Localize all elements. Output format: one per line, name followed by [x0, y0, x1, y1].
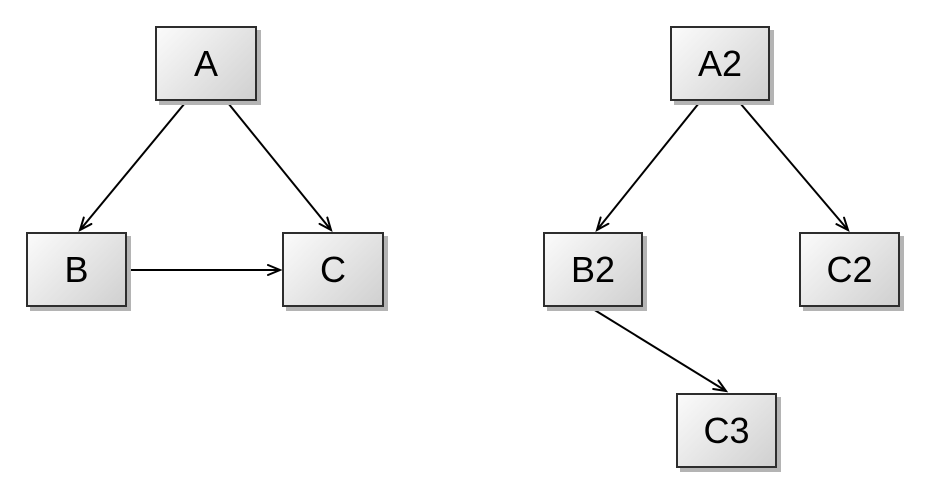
node-C2[interactable]: C2 — [799, 232, 900, 307]
node-label-A2: A2 — [697, 42, 743, 84]
edge-A2-C2 — [739, 102, 850, 232]
node-label-C: C — [320, 248, 346, 290]
node-A[interactable]: A — [155, 26, 257, 101]
edge-A-B — [78, 102, 186, 233]
node-label-B2: B2 — [570, 248, 616, 290]
node-label-B: B — [64, 248, 89, 290]
edge-A-C — [227, 102, 333, 233]
edge-B2-C3 — [592, 308, 729, 393]
node-A2[interactable]: A2 — [670, 26, 770, 101]
node-C[interactable]: C — [282, 232, 384, 307]
edge-group — [78, 102, 850, 393]
node-label-A: A — [193, 42, 218, 84]
edge-A2-B2 — [595, 102, 700, 233]
node-C3[interactable]: C3 — [676, 393, 777, 468]
node-label-C2: C2 — [826, 248, 873, 290]
node-B[interactable]: B — [26, 232, 127, 307]
node-label-C3: C3 — [703, 409, 750, 451]
node-B2[interactable]: B2 — [543, 232, 643, 307]
